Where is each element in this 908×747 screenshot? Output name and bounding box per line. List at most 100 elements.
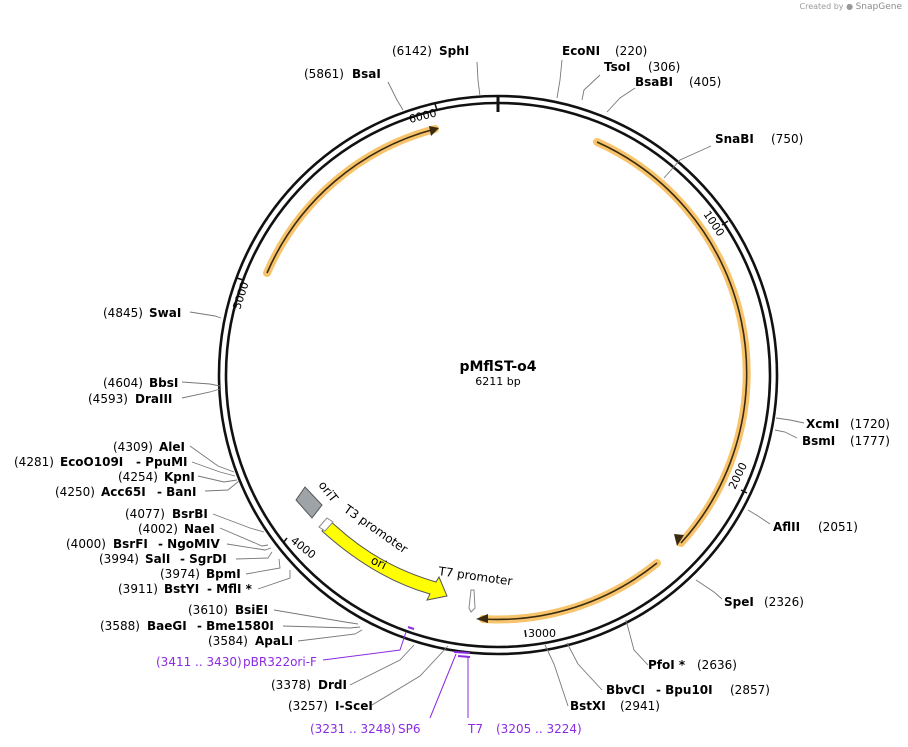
enzyme-bsmi[interactable]: BsmI (1777)	[802, 434, 890, 448]
svg-text:3000: 3000	[528, 627, 556, 640]
svg-text:(1777): (1777)	[850, 434, 890, 448]
svg-text:BstYI: BstYI	[164, 582, 199, 596]
svg-text:EcoNI: EcoNI	[562, 44, 600, 58]
enzyme-bbvci[interactable]: BbvCI - Bpu10I (2857)	[606, 683, 770, 697]
svg-text:- SgrDI: - SgrDI	[180, 552, 227, 566]
svg-text:- NgoMIV: - NgoMIV	[158, 537, 220, 551]
svg-text:(5861): (5861)	[304, 67, 344, 81]
svg-text:(2051): (2051)	[818, 520, 858, 534]
svg-text:(3588): (3588)	[100, 619, 140, 633]
enzyme-bsiei[interactable]: (3610) BsiEI	[188, 603, 268, 617]
plasmid-size: 6211 bp	[475, 375, 520, 388]
svg-text:KpnI: KpnI	[164, 470, 195, 484]
plasmid-name: pMflST-o4	[459, 359, 536, 375]
snapgene-credit: Created by ● SnapGene	[800, 2, 903, 12]
svg-text:AflII: AflII	[773, 520, 800, 534]
svg-text:PfoI *: PfoI *	[648, 658, 686, 672]
enzyme-bbsi[interactable]: (4604) BbsI	[103, 376, 178, 390]
svg-text:(4002): (4002)	[138, 522, 178, 536]
svg-text:- PpuMI: - PpuMI	[136, 455, 188, 469]
svg-text:(3205 .. 3224): (3205 .. 3224)	[496, 722, 582, 736]
svg-text:pBR322ori-F: pBR322ori-F	[243, 655, 317, 669]
enzyme-bsrfi[interactable]: (4000) BsrFI - NgoMIV	[66, 537, 220, 551]
t3-promoter-feature[interactable]	[318, 517, 334, 532]
svg-text:DrdI: DrdI	[318, 678, 347, 692]
feature-label-ori: ori	[369, 553, 389, 572]
feature-label-t7-promoter: T7 promoter	[437, 564, 514, 588]
enzyme-ecoo109i[interactable]: (4281) EcoO109I - PpuMI	[14, 455, 188, 469]
svg-text:(306): (306)	[648, 60, 680, 74]
svg-text:SalI: SalI	[145, 552, 170, 566]
svg-text:Acc65I: Acc65I	[101, 485, 146, 499]
enzyme-bsabi[interactable]: BsaBI (405)	[635, 75, 721, 89]
svg-text:(2326): (2326)	[764, 595, 804, 609]
svg-text:SwaI: SwaI	[149, 306, 181, 320]
enzyme-i-scei[interactable]: (3257) I-SceI	[288, 699, 373, 713]
enzyme-bsai[interactable]: (5861) BsaI	[304, 67, 381, 81]
svg-text:BsiEI: BsiEI	[235, 603, 268, 617]
enzyme-tsoi[interactable]: TsoI (306)	[604, 60, 680, 74]
enzyme-aflii[interactable]: AflII (2051)	[773, 520, 858, 534]
svg-text:BsrFI: BsrFI	[113, 537, 148, 551]
enzyme-snabi[interactable]: SnaBI (750)	[715, 132, 803, 146]
svg-text:BsmI: BsmI	[802, 434, 835, 448]
enzyme-baegi[interactable]: (3588) BaeGI - Bme1580I	[100, 619, 274, 633]
svg-text:(4000): (4000)	[66, 537, 106, 551]
svg-text:(3231 .. 3248): (3231 .. 3248)	[310, 722, 396, 736]
enzyme-bstyi[interactable]: (3911) BstYI - MflI *	[118, 582, 253, 596]
svg-text:(3994): (3994)	[99, 552, 139, 566]
svg-text:XcmI: XcmI	[806, 417, 839, 431]
enzyme-econi[interactable]: EcoNI (220)	[562, 44, 647, 58]
svg-text:T7: T7	[467, 722, 483, 736]
svg-text:(3411 .. 3430): (3411 .. 3430)	[156, 655, 242, 669]
svg-text:BsrBI: BsrBI	[172, 507, 208, 521]
svg-text:DraIII: DraIII	[135, 392, 172, 406]
svg-text:- Bme1580I: - Bme1580I	[197, 619, 274, 633]
enzyme-bpmi[interactable]: (3974) BpmI	[160, 567, 241, 581]
cds-feature-bottom[interactable]	[476, 559, 661, 624]
svg-text:- BanI: - BanI	[157, 485, 196, 499]
svg-text:EcoO109I: EcoO109I	[60, 455, 123, 469]
enzyme-drdi[interactable]: (3378) DrdI	[271, 678, 347, 692]
enzyme-bsrbi[interactable]: (4077) BsrBI	[125, 507, 208, 521]
credit-brand: SnapGene	[855, 2, 902, 12]
t7-promoter-feature[interactable]	[468, 589, 476, 613]
cds-feature-right[interactable]	[593, 138, 751, 547]
enzyme-sphi[interactable]: (6142) SphI	[392, 44, 469, 58]
primer-sp6[interactable]	[429, 651, 471, 719]
svg-text:(4254): (4254)	[118, 470, 158, 484]
enzyme-apali[interactable]: (3584) ApaLI	[208, 634, 293, 648]
primer-label-pbr322ori-f[interactable]: (3411 .. 3430) pBR322ori-F	[156, 655, 317, 669]
primer-label-t7[interactable]: T7 (3205 .. 3224)	[467, 722, 582, 736]
enzyme-swai[interactable]: (4845) SwaI	[103, 306, 181, 320]
enzyme-spei[interactable]: SpeI (2326)	[724, 595, 804, 609]
enzyme-alei[interactable]: (4309) AleI	[113, 440, 185, 454]
svg-text:ApaLI: ApaLI	[255, 634, 293, 648]
enzyme-xcmi[interactable]: XcmI (1720)	[806, 417, 890, 431]
enzyme-pfoi[interactable]: PfoI * (2636)	[648, 658, 737, 672]
svg-text:AleI: AleI	[159, 440, 185, 454]
svg-text:- Bpu10I: - Bpu10I	[656, 683, 713, 697]
svg-text:(3378): (3378)	[271, 678, 311, 692]
orit-feature[interactable]	[295, 486, 323, 519]
svg-text:(3257): (3257)	[288, 699, 328, 713]
enzyme-sali[interactable]: (3994) SalI - SgrDI	[99, 552, 227, 566]
enzyme-naei[interactable]: (4002) NaeI	[138, 522, 215, 536]
ori-feature-arrow[interactable]	[321, 520, 448, 601]
cds-feature-left[interactable]	[263, 125, 439, 277]
svg-text:(4077): (4077)	[125, 507, 165, 521]
enzyme-acc65i[interactable]: (4250) Acc65I - BanI	[55, 485, 196, 499]
primer-label-sp6[interactable]: (3231 .. 3248) SP6	[310, 722, 421, 736]
enzyme-draiii[interactable]: (4593) DraIII	[88, 392, 172, 406]
svg-text:(4593): (4593)	[88, 392, 128, 406]
svg-text:NaeI: NaeI	[184, 522, 215, 536]
enzyme-kpni[interactable]: (4254) KpnI	[118, 470, 195, 484]
enzyme-bstxi[interactable]: BstXI (2941)	[570, 699, 660, 713]
svg-text:(2636): (2636)	[697, 658, 737, 672]
primer-pbr322ori-f[interactable]	[322, 626, 415, 661]
svg-text:(4309): (4309)	[113, 440, 153, 454]
primer-t7[interactable]	[457, 655, 471, 718]
svg-text:(2941): (2941)	[620, 699, 660, 713]
feature-label-orit: oriT	[316, 478, 342, 505]
